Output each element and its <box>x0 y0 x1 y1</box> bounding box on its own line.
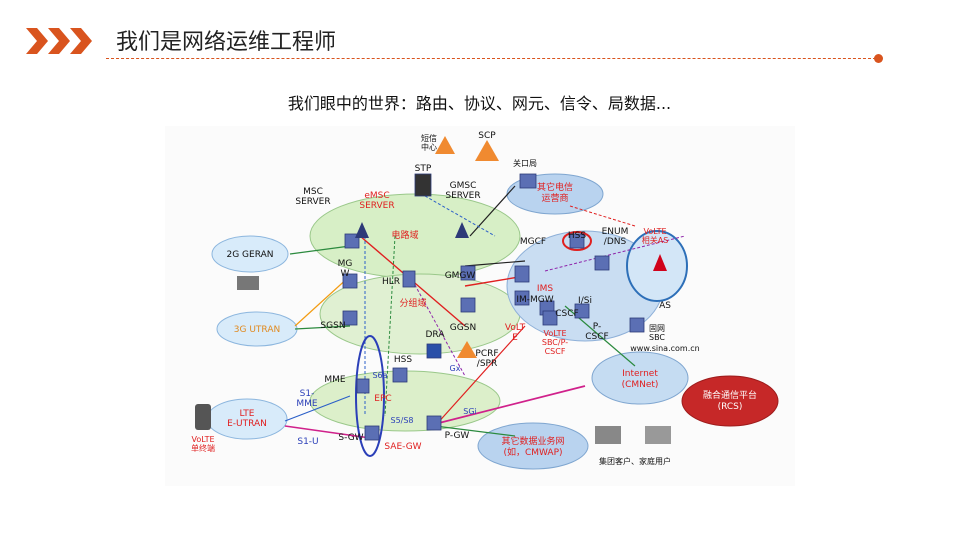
title-divider <box>106 58 876 59</box>
label-gmgw: GMGW <box>445 271 476 281</box>
volte-phone-icon <box>195 404 211 430</box>
label-stp: STP <box>415 164 432 174</box>
label-hss-ims: HSS <box>568 231 586 241</box>
label-gateway-office: 关口局 <box>513 158 537 168</box>
node-icons <box>342 173 645 441</box>
label-enterprise-users: 集团客户、家庭用户 <box>599 456 671 466</box>
rcs-cloud <box>681 375 779 427</box>
label-sgi: SGi <box>463 407 477 416</box>
label-sae-gw: SAE-GW <box>384 442 421 452</box>
label-s5s8: S5/S8 <box>390 416 413 425</box>
page-subtitle: 我们眼中的世界：路由、协议、网元、信令、局数据... <box>287 94 672 113</box>
label-dra: DRA <box>426 330 446 340</box>
label-utran: 3G UTRAN <box>234 325 280 335</box>
home-terminal-icon <box>645 426 671 444</box>
msc-server-icon <box>355 222 369 238</box>
label-other-operator: 其它电信运营商 <box>537 181 573 204</box>
label-s1-mme: S1-MME <box>296 389 318 409</box>
enterprise-terminal-icon <box>595 426 621 444</box>
label-s6a: S6a <box>372 371 387 380</box>
label-im-mgw: IM-MGW <box>516 295 553 305</box>
label-sms-center: 短信中心 <box>421 133 437 152</box>
label-pcrf: PCRF/SPR <box>475 349 498 369</box>
label-rcs: 融合通信平台(RCS) <box>703 389 757 412</box>
label-gx: Gx <box>450 364 461 373</box>
label-pcscf: P-CSCF <box>585 322 608 342</box>
label-isi: I/Si <box>578 296 592 306</box>
label-internet: Internet(CMNet) <box>622 369 659 390</box>
label-scp: SCP <box>478 131 496 141</box>
hss-highlight <box>562 231 592 251</box>
label-sgsn: SGSN <box>320 321 345 331</box>
label-s1-u: S1-U <box>297 437 318 447</box>
label-geran: 2G GERAN <box>227 250 274 260</box>
page-title: 我们是网络运维工程师 <box>116 30 337 55</box>
label-sgw: S-GW <box>338 433 363 443</box>
label-ggsn: GGSN <box>450 323 476 333</box>
label-cs-domain: 电路域 <box>391 229 418 241</box>
label-data-service: 其它数据业务网(如，CMWAP) <box>501 435 564 458</box>
label-hlr: HLR <box>382 277 400 287</box>
scp-icon <box>475 140 499 161</box>
label-epc: EPC <box>374 394 391 404</box>
label-mgcf: MGCF <box>520 237 546 247</box>
chevron-arrows-icon <box>26 28 92 54</box>
label-ps-domain: 分组域 <box>399 297 426 309</box>
label-pgw: P-GW <box>445 431 470 441</box>
laptop-icon <box>237 276 259 290</box>
label-ims: IMS <box>537 284 553 294</box>
gmsc-server-icon <box>455 222 469 238</box>
label-as: AS <box>659 301 671 311</box>
divider-end-dot <box>874 54 883 63</box>
sms-center-icon <box>435 136 455 154</box>
internet-cloud <box>591 351 689 405</box>
volte-as-icon <box>653 254 667 271</box>
geran-cloud <box>211 235 289 273</box>
label-mme: MME <box>324 375 346 385</box>
label-hss-lte: HSS <box>394 355 412 365</box>
label-cscf: CSCF <box>555 309 578 319</box>
label-website: www.sina.com.cn <box>630 344 699 353</box>
pcrf-icon <box>457 341 477 358</box>
label-enum-dns: ENUM/DNS <box>602 227 629 247</box>
sae-gw-highlight <box>355 335 385 457</box>
